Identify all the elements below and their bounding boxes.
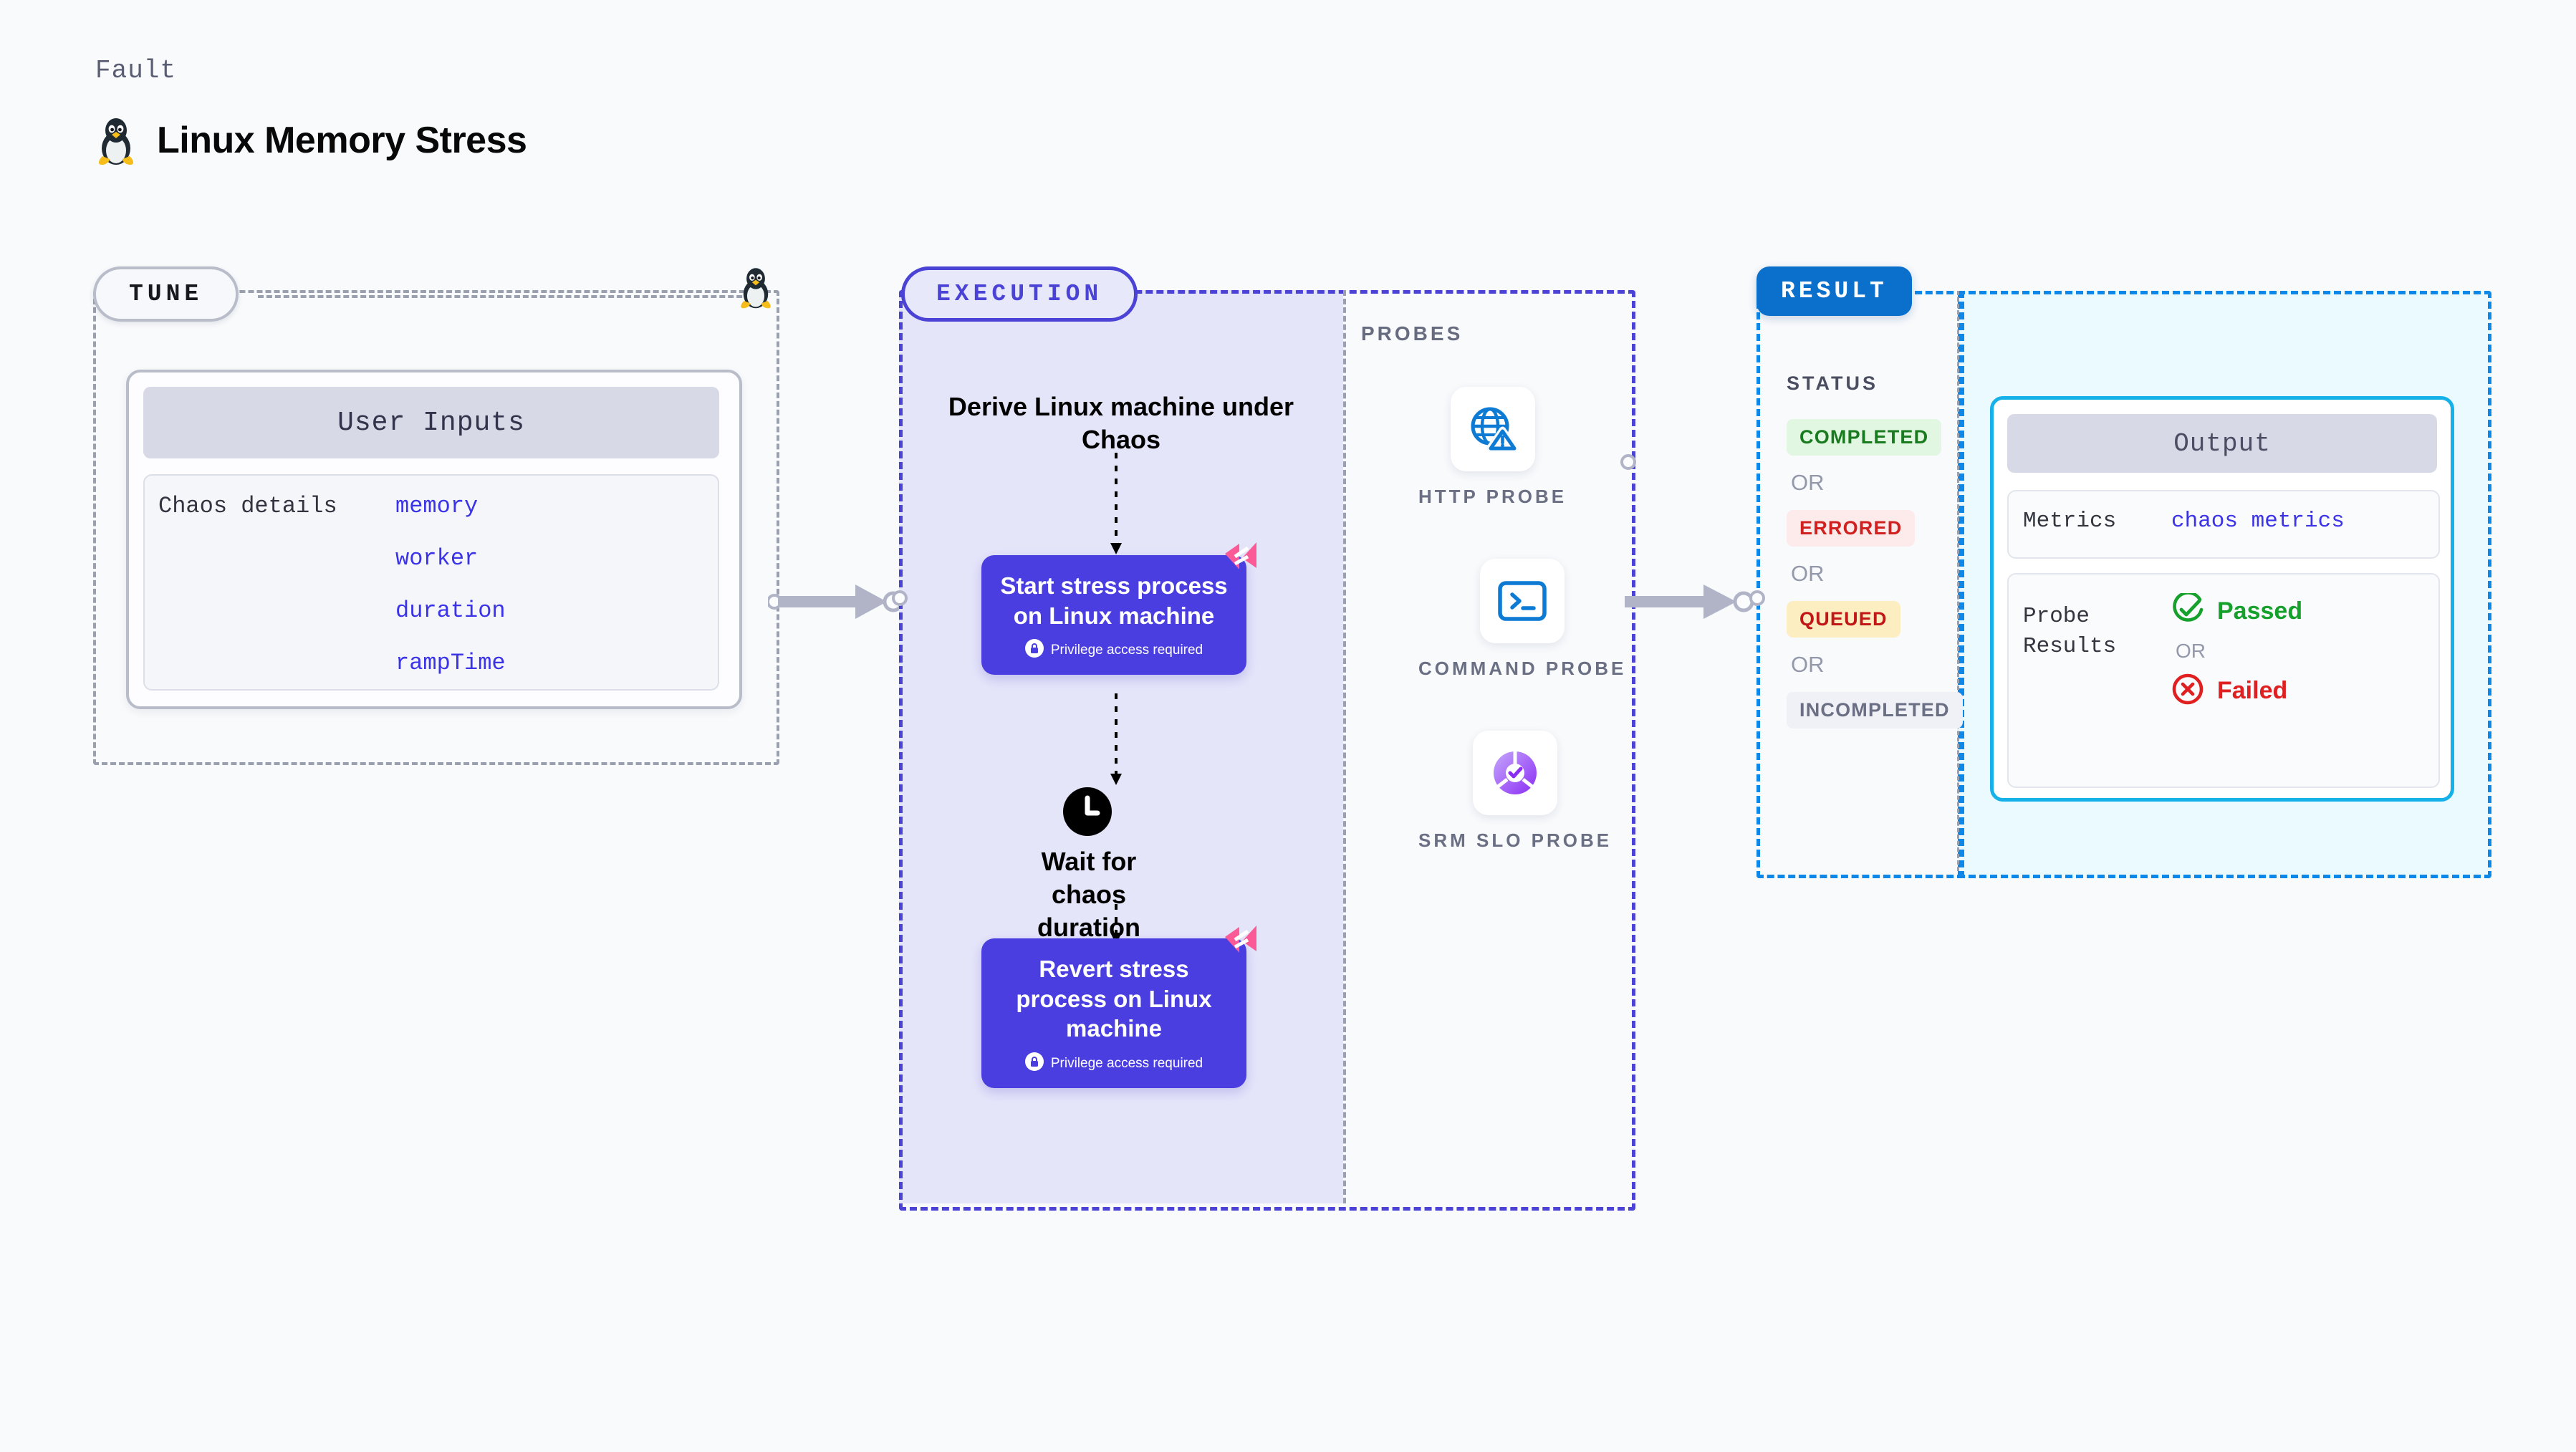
execution-step-start[interactable]: Start stress process on Linux machine Pr… <box>981 542 1256 675</box>
probe-http-label: HTTP PROBE <box>1418 486 1567 507</box>
page-kicker: Fault <box>95 56 177 85</box>
probe-result-passed: Passed <box>2171 591 2303 630</box>
status-badge-queued[interactable]: QUEUED <box>1787 601 1900 638</box>
chaos-details-label: Chaos details <box>158 493 337 519</box>
globe-warning-icon <box>1450 387 1535 471</box>
terminal-icon <box>1480 559 1565 643</box>
execution-to-result-arrow <box>1625 580 1768 627</box>
metrics-label: Metrics <box>2023 509 2117 534</box>
chaos-detail-duration[interactable]: duration <box>395 597 506 624</box>
check-circle-icon <box>2171 591 2204 630</box>
chaos-detail-worker[interactable]: worker <box>395 545 479 572</box>
status-badge-errored[interactable]: ERRORED <box>1787 510 1916 547</box>
privilege-note-text: Privilege access required <box>1050 643 1203 658</box>
status-badge-incompleted[interactable]: INCOMPLETED <box>1787 692 1963 729</box>
chaos-details-values: memory worker duration rampTime <box>395 493 506 676</box>
user-inputs-header: User Inputs <box>143 387 719 458</box>
probe-srm-slo[interactable]: SRM SLO PROBE <box>1418 731 1612 853</box>
output-header: Output <box>2007 414 2437 473</box>
tune-to-execution-arrow <box>766 580 911 627</box>
x-circle-icon <box>2171 673 2204 709</box>
privilege-note: Privilege access required <box>1024 639 1203 662</box>
probe-srm-slo-label: SRM SLO PROBE <box>1418 830 1613 851</box>
harness-chevron-icon <box>1222 539 1259 577</box>
page-title: Linux Memory Stress <box>157 120 527 161</box>
metrics-row <box>2007 490 2440 559</box>
clock-icon <box>1062 787 1112 840</box>
result-output-divider <box>1957 291 1959 871</box>
lock-icon <box>1024 1052 1044 1075</box>
page-title-row: Linux Memory Stress <box>95 115 527 166</box>
tune-badge[interactable]: TUNE <box>93 266 239 322</box>
status-or-1: OR <box>1791 470 1825 495</box>
wait-step-label: Wait for chaos duration <box>1037 847 1140 943</box>
probe-result-passed-label: Passed <box>2217 597 2303 625</box>
probes-divider <box>1343 290 1346 1203</box>
result-badge[interactable]: RESULT <box>1756 266 1912 316</box>
status-or-2: OR <box>1791 561 1825 586</box>
user-inputs-body <box>143 474 719 691</box>
status-section-label: STATUS <box>1787 372 1878 394</box>
chaos-detail-memory[interactable]: memory <box>395 493 479 519</box>
harness-chevron-icon <box>1222 923 1259 961</box>
probes-section-label: PROBES <box>1361 322 1464 345</box>
status-list: COMPLETED OR ERRORED OR QUEUED OR INCOMP… <box>1787 419 1963 729</box>
tune-region <box>93 290 779 765</box>
execution-region <box>899 290 1635 1211</box>
start-to-wait-connector <box>1109 693 1123 794</box>
execution-left-connector-dot[interactable] <box>890 589 909 611</box>
lock-icon <box>1024 639 1044 662</box>
result-left-connector-dot[interactable] <box>1748 589 1767 611</box>
chaos-detail-ramptime[interactable]: rampTime <box>395 650 506 676</box>
probe-results-values: Passed OR Failed <box>2171 591 2303 709</box>
probe-command[interactable]: COMMAND PROBE <box>1418 559 1626 681</box>
probe-result-failed-label: Failed <box>2217 677 2288 704</box>
probe-http[interactable]: HTTP PROBE <box>1418 387 1567 509</box>
tune-connector-line <box>258 295 759 298</box>
probe-result-failed: Failed <box>2171 673 2302 709</box>
status-badge-completed[interactable]: COMPLETED <box>1787 419 1942 456</box>
execution-step-title: Start stress process on Linux machine <box>1000 572 1228 629</box>
privilege-note-text: Privilege access required <box>1050 1055 1203 1071</box>
probe-result-or: OR <box>2176 640 2206 662</box>
derive-step-label: Derive Linux machine under Chaos <box>948 392 1294 455</box>
tune-corner-tux-icon <box>738 265 774 313</box>
metrics-value[interactable]: chaos metrics <box>2171 509 2345 534</box>
slo-donut-check-icon <box>1473 731 1558 815</box>
linux-tux-icon <box>95 115 137 166</box>
privilege-note: Privilege access required <box>1024 1052 1203 1075</box>
execution-step-title: Revert stress process on Linux machine <box>1016 956 1212 1042</box>
probe-command-label: COMMAND PROBE <box>1418 658 1627 679</box>
status-or-3: OR <box>1791 652 1825 677</box>
execution-badge[interactable]: EXECUTION <box>901 266 1138 322</box>
execution-right-connector-dot[interactable] <box>1619 453 1638 475</box>
derive-to-start-connector <box>1109 453 1123 564</box>
probe-results-box <box>2007 573 2440 788</box>
execution-step-revert[interactable]: Revert stress process on Linux machine P… <box>981 925 1256 1088</box>
